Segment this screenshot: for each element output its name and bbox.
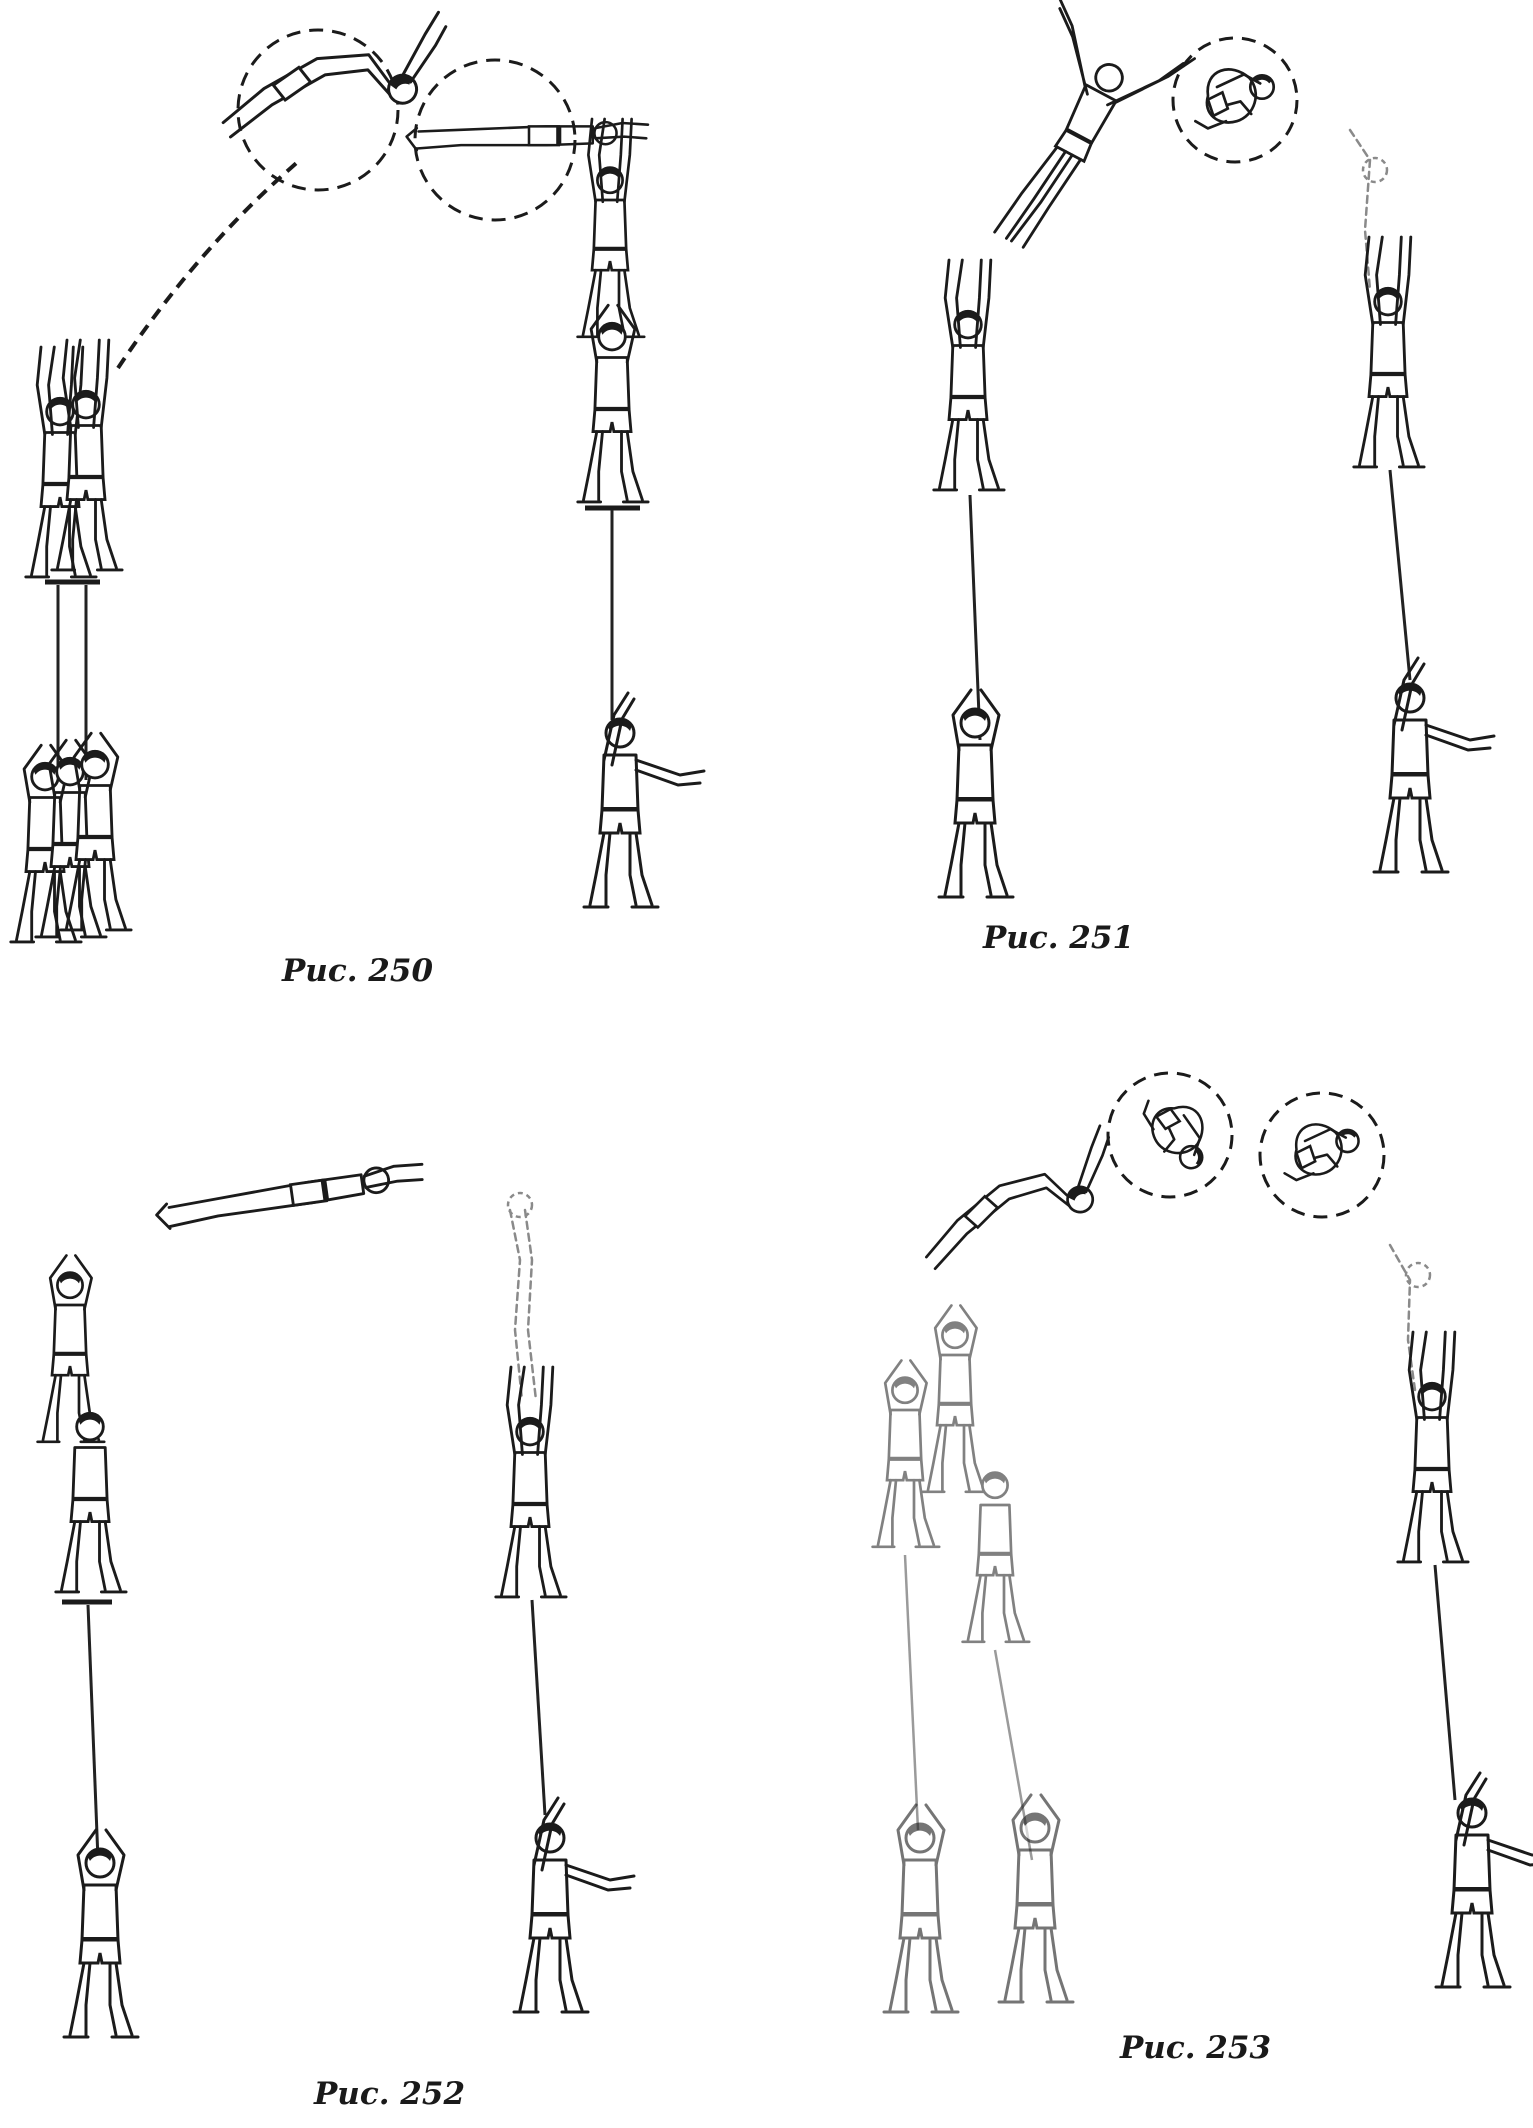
figure-252-drawing bbox=[38, 1161, 636, 2037]
figure-caption-251: Рис. 251 bbox=[983, 920, 1135, 956]
figure-253-drawing bbox=[873, 1071, 1533, 2012]
figure-caption-250: Рис. 250 bbox=[282, 953, 434, 989]
figure-251-drawing bbox=[934, 0, 1496, 897]
figure-caption-253: Рис. 253 bbox=[1120, 2030, 1272, 2066]
figure-caption-252: Рис. 252 bbox=[314, 2076, 466, 2112]
figure-250-drawing bbox=[11, 10, 706, 942]
